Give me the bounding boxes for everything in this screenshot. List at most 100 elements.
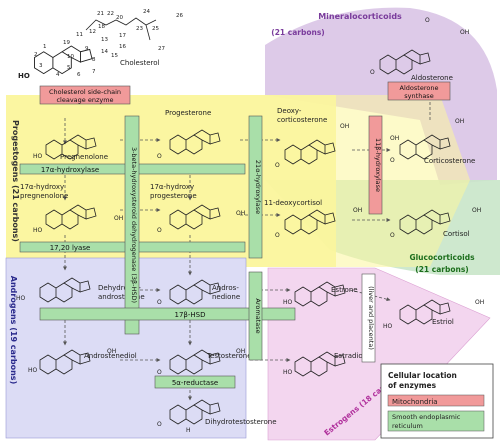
glucocorticoids-carbons: (21 carbons)	[415, 265, 468, 274]
legend-er-label-line2: reticulum	[392, 422, 423, 430]
svg-text:Aromatase: Aromatase	[254, 298, 262, 333]
hydroxyprogesterone-label-line2: progesterone	[150, 192, 197, 200]
testosterone-label: Testosterone	[206, 352, 252, 360]
estradiol-label: Estradiol	[334, 352, 365, 360]
svg-text:6: 6	[77, 72, 81, 78]
svg-text:15: 15	[111, 53, 118, 59]
svg-text:Cholesterol side-chain: Cholesterol side-chain	[49, 88, 121, 96]
hydroxypregnenolone-label-line1: 17α-hydroxy	[20, 183, 64, 191]
dht-label: Dihydrotestosterone	[205, 418, 277, 426]
enzyme-17b-hsd: 17β-HSD	[39, 307, 296, 321]
dhea-label-line1: Dehydroepi-	[98, 284, 141, 292]
oh-label: OH	[460, 29, 469, 36]
o-label: O	[275, 162, 280, 169]
svg-text:7: 7	[92, 69, 96, 75]
androstenediol-label: Androstenediol	[84, 352, 137, 360]
o-label: O	[157, 369, 162, 376]
svg-text:20: 20	[116, 15, 123, 21]
cholesterol-label: Cholesterol	[120, 59, 160, 67]
oh-label: OH	[353, 207, 362, 214]
ho-label: HO	[283, 299, 293, 306]
svg-text:16: 16	[119, 44, 126, 50]
glucocorticoids-title: Glucocorticoids	[409, 253, 475, 262]
svg-text:8: 8	[92, 57, 96, 63]
legend-mitochondria-label: Mitochondria	[392, 398, 438, 406]
svg-text:(liver and placenta): (liver and placenta)	[367, 286, 375, 350]
svg-text:4: 4	[56, 72, 60, 78]
ho-label: HO	[33, 227, 43, 234]
svg-text:2: 2	[34, 52, 38, 58]
svg-text:18: 18	[98, 24, 105, 30]
oh-label: OH	[340, 123, 349, 130]
oh-label: OH	[107, 348, 116, 355]
mineralocorticoids-carbons: (21 carbons)	[271, 28, 324, 37]
ho-label: HO	[16, 295, 26, 302]
pregnenolone-label: Pregnenolone	[60, 153, 108, 161]
svg-text:17α-hydroxylase: 17α-hydroxylase	[41, 166, 99, 174]
svg-text:25: 25	[152, 26, 159, 32]
svg-text:17: 17	[119, 33, 126, 39]
svg-text:10: 10	[67, 54, 74, 60]
aldosterone-label: Aldosterone	[411, 74, 453, 82]
enzyme-scc: Cholesterol side-chain cleavage enzyme	[39, 85, 131, 105]
deoxycortisol-label: 11-deoxycortisol	[264, 199, 322, 207]
cortisol-label: Cortisol	[443, 230, 470, 238]
svg-text:24: 24	[143, 9, 150, 15]
ho-label: HO	[383, 323, 393, 330]
svg-text:14: 14	[101, 49, 108, 55]
o-label: O	[157, 153, 162, 160]
svg-text:5: 5	[67, 65, 71, 71]
legend-title-line1: Cellular location	[388, 371, 457, 380]
svg-text:23: 23	[136, 26, 143, 32]
oh-label: OH	[455, 118, 464, 125]
svg-text:3: 3	[39, 63, 43, 69]
svg-text:11β-hydroxylase: 11β-hydroxylase	[374, 138, 382, 192]
deoxycorticosterone-label-line1: Deoxy-	[277, 107, 302, 115]
enzyme-3b-hsd: 3-beta-hydroxysteroid dehydrogenase (3β-…	[124, 115, 140, 335]
oh-label: OH	[390, 135, 399, 142]
legend-er-swatch	[387, 410, 485, 432]
svg-text:27: 27	[158, 46, 165, 52]
enzyme-aldosterone-synthase: Aldosterone synthase	[387, 81, 451, 101]
ho-label: HO	[283, 369, 293, 376]
cholesterol-structure	[34, 17, 157, 75]
oh-label: OH	[472, 207, 481, 214]
progesterone-label: Progesterone	[165, 109, 211, 117]
oh-label: OH	[114, 215, 123, 222]
svg-text:21: 21	[97, 11, 104, 17]
enzyme-21a-hydroxylase: 21α-hydroxylase	[248, 115, 263, 259]
o-label: O	[157, 421, 162, 428]
svg-text:22: 22	[107, 11, 114, 17]
androstenedione-label-line1: Andros-	[212, 284, 239, 292]
mineralocorticoids-title: Mineralocorticoids	[318, 12, 402, 21]
o-label: O	[370, 69, 375, 76]
progestogens-title: Progestogens (21 carbons)	[11, 120, 20, 242]
oh-label: OH	[475, 299, 484, 306]
svg-text:synthase: synthase	[404, 92, 433, 100]
deoxycorticosterone-label-line2: corticosterone	[277, 116, 327, 124]
o-label: O	[275, 232, 280, 239]
legend-er-label-line1: Smooth endoplasmic	[392, 413, 461, 421]
hydroxypregnenolone-label-line2: pregnenolone	[20, 192, 68, 200]
androstenedione-label-line2: nedione	[212, 293, 240, 301]
corticosterone-label: Corticosterone	[424, 157, 475, 165]
svg-text:26: 26	[176, 13, 183, 19]
ho-label: HO	[18, 72, 30, 80]
svg-text:Aldosterone: Aldosterone	[400, 84, 439, 92]
estrone-label: Estrone	[331, 286, 358, 294]
cholesterol-carbon-numbers: 21 22 24 26 20 23 25 18 12 17 13 16 11 1…	[34, 9, 183, 78]
legend-mitochondria-swatch	[387, 394, 485, 407]
o-label: O	[425, 17, 430, 24]
svg-text:13: 13	[101, 37, 108, 43]
enzyme-11b-hydroxylase: 11β-hydroxylase	[368, 115, 383, 215]
androgens-title: Androgens (19 carbons)	[9, 276, 18, 384]
ho-label: HO	[28, 367, 38, 374]
svg-text:11: 11	[76, 32, 83, 38]
o-label: O	[390, 157, 395, 164]
h-label: H	[186, 427, 191, 434]
o-label: O	[157, 299, 162, 306]
svg-text:17β-HSD: 17β-HSD	[175, 311, 206, 319]
svg-text:17,20 lyase: 17,20 lyase	[50, 244, 91, 252]
svg-text:21α-hydroxylase: 21α-hydroxylase	[254, 160, 262, 214]
